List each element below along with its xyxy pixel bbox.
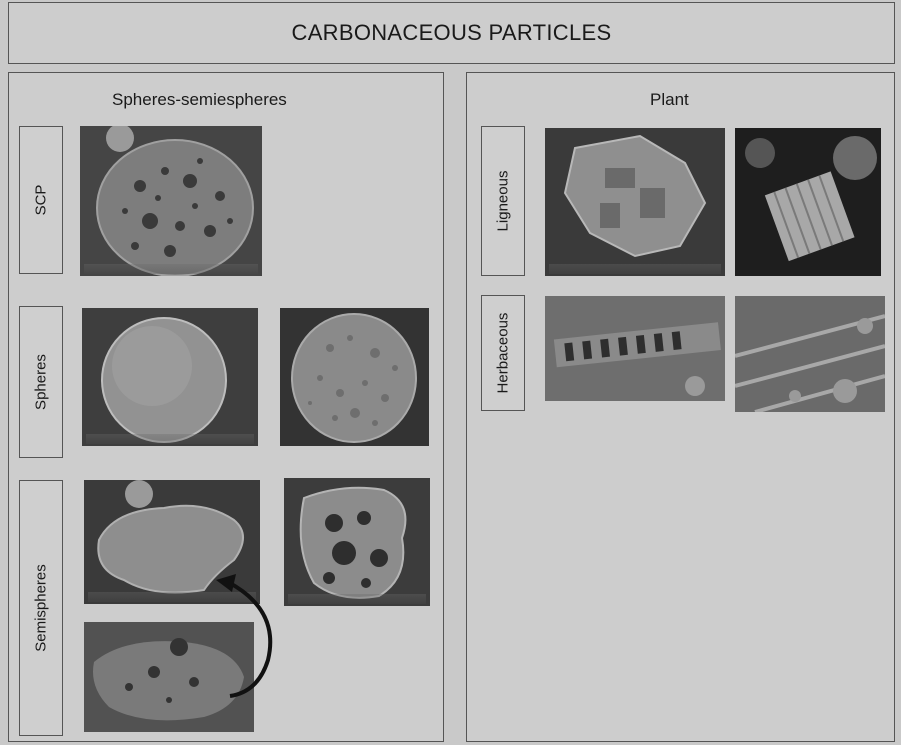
- image-smooth-sphere: [82, 308, 258, 446]
- image-herbaceous-cellular: [545, 296, 725, 401]
- image-ligneous-fibrous: [735, 128, 881, 276]
- row-label-ligneous: Ligneous: [481, 126, 525, 276]
- heading-plant: Plant: [650, 90, 689, 110]
- row-label-semispheres: Semispheres: [19, 480, 63, 736]
- row-label-semispheres-text: Semispheres: [33, 564, 50, 652]
- image-herbaceous-striated: [735, 296, 885, 412]
- image-rough-sphere: [280, 308, 429, 446]
- curved-arrow: [210, 570, 280, 710]
- image-scp-porous-sphere: [80, 126, 262, 276]
- row-label-herbaceous: Herbaceous: [481, 295, 525, 411]
- title-box: CARBONACEOUS PARTICLES: [8, 2, 895, 64]
- page-title: CARBONACEOUS PARTICLES: [292, 20, 612, 46]
- row-label-scp: SCP: [19, 126, 63, 274]
- row-label-ligneous-text: Ligneous: [495, 171, 512, 232]
- row-label-herbaceous-text: Herbaceous: [495, 313, 512, 394]
- row-label-scp-text: SCP: [33, 185, 50, 216]
- row-label-spheres-text: Spheres: [33, 354, 50, 410]
- heading-spheres-semispheres: Spheres-semiespheres: [112, 90, 287, 110]
- image-semisphere-porous: [284, 478, 430, 606]
- image-ligneous-block: [545, 128, 725, 276]
- row-label-spheres: Spheres: [19, 306, 63, 458]
